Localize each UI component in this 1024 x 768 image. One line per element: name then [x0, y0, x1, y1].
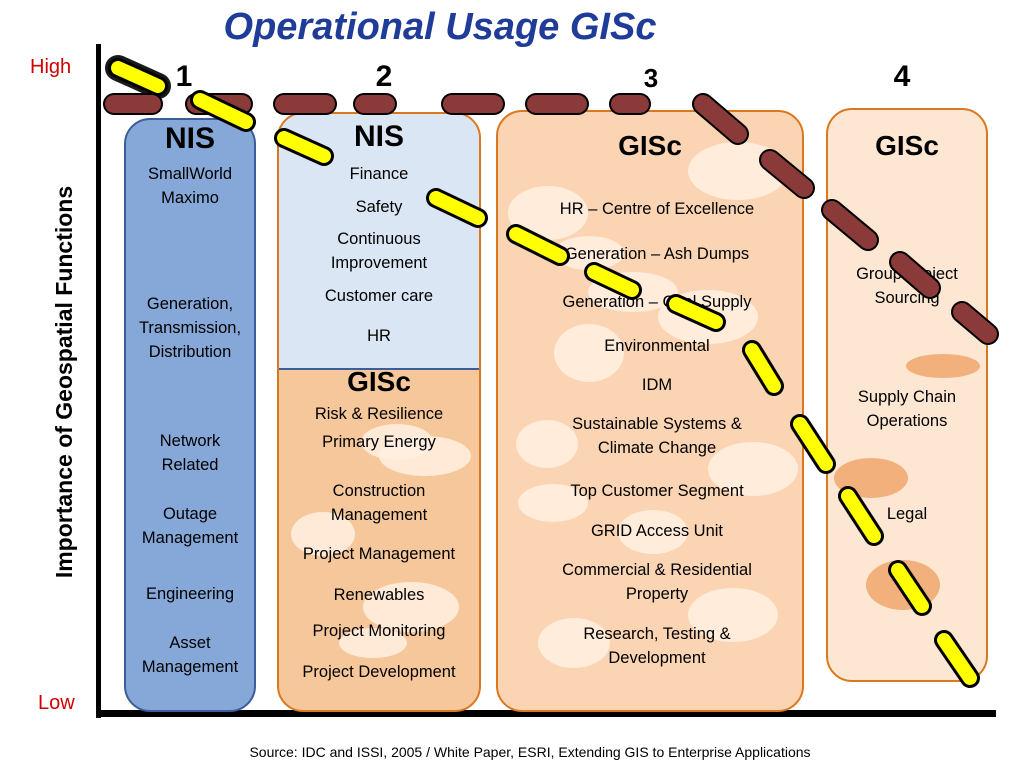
red-dash: [953, 303, 997, 343]
list-item: Transmission,: [138, 319, 242, 337]
list-item: Commercial & Residential: [562, 561, 752, 579]
red-dash: [823, 201, 877, 249]
list-item: Property: [625, 585, 689, 603]
list-item: Research, Testing &: [583, 625, 731, 643]
list-item: Climate Change: [597, 439, 717, 457]
list-item: Project Development: [302, 663, 456, 681]
list-item: Distribution: [148, 343, 232, 361]
list-item: Management: [141, 529, 239, 547]
list-item: Continuous: [337, 230, 421, 248]
yellow-dash: [669, 297, 723, 329]
list-item: Project Monitoring: [312, 622, 446, 640]
y-axis-line: [96, 44, 101, 718]
column-number-4: 4: [893, 60, 911, 93]
list-item: Project Management: [302, 545, 456, 563]
list-item: Supply Chain: [857, 388, 957, 406]
list-item: IDM: [641, 376, 673, 394]
panel-3-header: GISc: [618, 130, 682, 161]
panel-2-bottom-header: GISc: [347, 366, 411, 397]
yellow-dash: [193, 93, 253, 129]
list-item: Primary Energy: [322, 433, 436, 451]
list-item: Construction: [332, 482, 426, 500]
red-dash: [761, 151, 813, 197]
panel-4-header: GISc: [875, 130, 939, 161]
yellow-dash: [277, 131, 331, 163]
yellow-dash: [841, 489, 881, 543]
column-number-1: 1: [175, 60, 193, 93]
yellow-dash: [587, 265, 639, 297]
source-caption: Source: IDC and ISSI, 2005 / White Paper…: [249, 744, 811, 760]
list-item: HR: [367, 327, 391, 345]
axis-high-label: High: [30, 56, 72, 78]
list-item: SmallWorld: [147, 165, 233, 183]
list-item: Management: [330, 506, 428, 524]
list-item: Related: [161, 456, 219, 474]
red-dash: [694, 95, 747, 143]
column-number-2: 2: [375, 60, 393, 93]
list-item: Improvement: [330, 254, 428, 272]
yellow-dash: [793, 417, 833, 471]
list-item: HR – Centre of Excellence: [559, 200, 755, 218]
list-item: Customer care: [324, 287, 434, 305]
list-item: Generation – Ash Dumps: [564, 245, 750, 263]
list-item: GRID Access Unit: [590, 522, 724, 540]
list-item: Generation,: [146, 295, 234, 313]
list-item: Management: [141, 658, 239, 676]
panel-nis-1: [124, 118, 256, 712]
yellow-dash: [745, 343, 781, 393]
list-item: Engineering: [145, 585, 235, 603]
list-item: Sustainable Systems &: [572, 415, 742, 433]
panel-1-header: NIS: [164, 122, 215, 155]
page-title: Operational Usage GISc: [223, 6, 657, 48]
yellow-dash: [937, 633, 977, 685]
yellow-dash: [429, 191, 485, 225]
list-item: Safety: [355, 198, 403, 216]
list-item: Renewables: [333, 586, 425, 604]
list-item: Operations: [866, 412, 948, 430]
panel-2-top-header: NIS: [353, 120, 404, 153]
panel-3: [496, 110, 804, 712]
list-item: Environmental: [604, 337, 710, 355]
column-number-3: 3: [643, 63, 659, 93]
list-item: Top Customer Segment: [570, 482, 744, 500]
yellow-dash: [891, 563, 929, 613]
list-item: Asset: [169, 634, 211, 652]
axis-low-label: Low: [38, 692, 75, 714]
x-axis-line: [96, 710, 996, 717]
yellow-dash: [111, 61, 165, 93]
red-dash: [891, 253, 939, 297]
yellow-dash: [509, 227, 567, 263]
list-item: Legal: [886, 505, 928, 523]
list-item: Network: [159, 432, 221, 450]
list-item: Outage: [162, 505, 218, 523]
list-item: Risk & Resilience: [314, 405, 444, 423]
list-item: Development: [608, 649, 706, 667]
list-item: Maximo: [161, 189, 219, 207]
list-item: Finance: [349, 165, 409, 183]
